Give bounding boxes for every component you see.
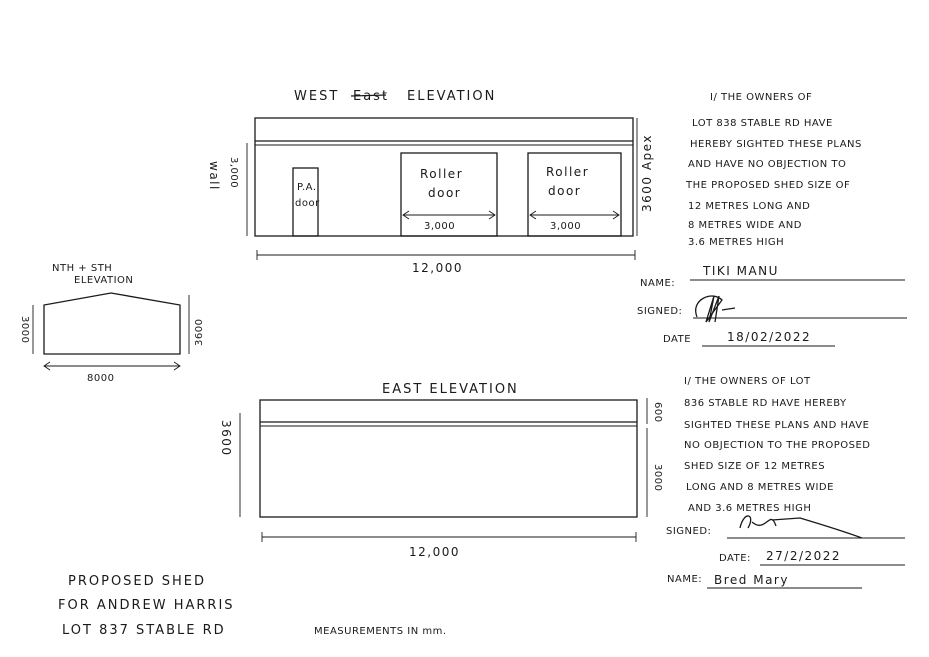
west-elevation-title-right: ELEVATION [407, 89, 496, 104]
end-elevation-outline [43, 292, 181, 355]
east-wall-dim: 3000 [652, 464, 663, 491]
roller-door-2-label-1: Roller [546, 165, 589, 179]
west-elevation-title-left: WEST [294, 89, 339, 104]
end-elevation: NTH + STH ELEVATION 3000 3600 8000 [19, 263, 205, 384]
consent838-line-7: 8 METRES WIDE AND [688, 220, 802, 231]
consent838-line-4: AND HAVE NO OBJECTION TO [688, 159, 846, 170]
consent836-line-5: SHED SIZE OF 12 METRES [684, 461, 825, 472]
end-apex-height: 3600 [194, 319, 205, 346]
note-line-1: PROPOSED SHED [68, 574, 206, 589]
roller-door-1-width: 3,000 [424, 221, 455, 232]
consent836-signed-label: SIGNED: [666, 526, 711, 537]
roller-door-2-width: 3,000 [550, 221, 581, 232]
west-wall-height: 3,000 [228, 157, 239, 188]
consent838-line-3: HEREBY SIGHTED THESE PLANS [690, 139, 862, 150]
west-elevation-title-strike: East [353, 89, 389, 104]
roller-door-1 [400, 152, 498, 237]
end-wall-height: 3000 [19, 316, 30, 343]
consent838-line-2: LOT 838 STABLE RD HAVE [692, 118, 833, 129]
consent838-line-6: 12 METRES LONG AND [688, 201, 810, 212]
consent838-line-5: THE PROPOSED SHED SIZE OF [685, 180, 850, 191]
west-length: 12,000 [412, 261, 463, 275]
end-elevation-title-2: ELEVATION [74, 275, 133, 286]
consent836-name-label: NAME: [667, 574, 702, 585]
west-apex-label: 3600 Apex [640, 134, 654, 212]
east-top-dim: 600 [652, 402, 663, 423]
note-line-2: FOR ANDREW HARRIS [58, 598, 235, 613]
consent836-name-value: Bred Mary [714, 573, 789, 587]
roller-door-1-arrows [402, 210, 496, 220]
east-height: 3600 [219, 420, 233, 457]
east-wall-outline [259, 399, 638, 518]
roller-door-2 [527, 152, 622, 237]
consent838-name-label: NAME: [640, 278, 675, 289]
consent838-line-1: I/ THE OWNERS OF [710, 92, 812, 103]
consent838-signature [695, 295, 736, 323]
consent836-line-1: I/ THE OWNERS OF LOT [684, 376, 811, 387]
roller-door-1-label-2: door [428, 186, 461, 200]
consent836-date-value: 27/2/2022 [766, 549, 841, 563]
pa-door [292, 167, 319, 237]
roller-door-2-arrows [529, 210, 620, 220]
east-elevation-title: EAST ELEVATION [382, 382, 519, 397]
east-elevation: EAST ELEVATION 3600 600 3000 12,000 [219, 382, 663, 559]
consent836-date-label: DATE: [719, 553, 751, 564]
end-width-arrows [43, 361, 181, 371]
east-length: 12,000 [409, 545, 460, 559]
consent836-line-2: 836 STABLE RD HAVE HEREBY [684, 398, 847, 409]
consent838-name-value: TIKI MANU [702, 264, 779, 278]
strike-through-scribble [350, 94, 387, 97]
pa-door-label-1: P.A. [297, 182, 317, 193]
consent836-signature [739, 515, 863, 539]
consent836-line-3: SIGHTED THESE PLANS AND HAVE [684, 420, 869, 431]
west-wall-label: wall [207, 161, 221, 191]
roller-door-2-label-2: door [548, 184, 581, 198]
note-line-3: LOT 837 STABLE RD [62, 623, 226, 638]
end-elevation-title-1: NTH + STH [52, 263, 112, 274]
note-measurements: MEASUREMENTS IN mm. [314, 626, 447, 637]
consent-lot-838: I/ THE OWNERS OF LOT 838 STABLE RD HAVE … [637, 92, 907, 347]
roller-door-1-label-1: Roller [420, 167, 463, 181]
consent836-line-4: NO OBJECTION TO THE PROPOSED [684, 440, 871, 451]
consent838-line-8: 3.6 METRES HIGH [688, 237, 784, 248]
consent836-line-6: LONG AND 8 METRES WIDE [686, 482, 834, 493]
consent838-date-value: 18/02/2022 [727, 330, 811, 344]
consent-lot-836: I/ THE OWNERS OF LOT 836 STABLE RD HAVE … [666, 376, 905, 589]
end-width: 8000 [87, 373, 114, 384]
west-elevation: WEST East ELEVATION 3,000 wall 3600 Apex… [207, 89, 654, 275]
consent836-line-7: AND 3.6 METRES HIGH [688, 503, 811, 514]
project-notes: PROPOSED SHED FOR ANDREW HARRIS LOT 837 … [58, 574, 447, 638]
consent838-date-label: DATE [663, 334, 691, 345]
pa-door-label-2: door [295, 198, 320, 209]
consent838-signed-label: SIGNED: [637, 306, 682, 317]
